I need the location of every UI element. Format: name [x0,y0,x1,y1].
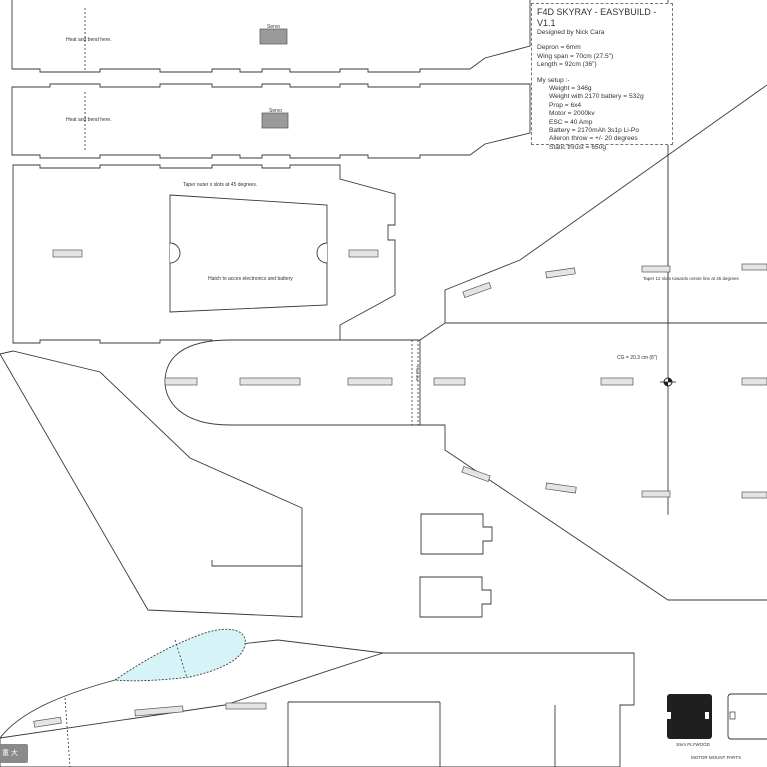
setup-line: Weight = 346g [549,85,592,93]
motor-mount-parts-small [419,513,493,618]
cg-label: CG = 20.3 cm (8") [617,355,658,361]
setup-heading: My setup :- [537,76,570,84]
taper-label: Taper outer x slots at 45 degrees. [183,182,257,188]
vertical-fin [0,350,303,618]
setup-line: Battery = 2170mAh 3s1p Li-Po [549,127,639,135]
spec-line: Length = 92cm (36") [537,61,597,69]
fold-label: Fold line [415,366,420,382]
setup-line: Static thrust = 650g [549,143,606,151]
heat-bend-label-1: Heat and bend here. [66,37,112,43]
corner-badge[interactable]: 重 大 [0,744,28,763]
spec-line: Wing span = 70cm (27.5") [537,52,614,60]
hatch-label: Hatch to acces electronics and battery [208,276,293,282]
heat-bend-label-2: Heat and bend here. [66,117,112,123]
setup-line: Weight with 2170 battery = 532g [549,93,644,101]
servo-label-1: Servo [267,24,280,30]
setup-line: Motor = 2000kv [549,110,595,118]
servo-cutout-2 [261,112,289,129]
aileron-strip-2: Servo Heat and bend here. [11,83,531,159]
servo-label-2: Servo [269,108,282,114]
servo-cutout-1 [259,28,288,45]
taper-slots-label: Taper 12 slots towards centre line at 45… [643,276,740,281]
setup-line: Prop = 6x4 [549,101,582,109]
cg-marker [660,377,676,387]
aileron-strip-1: Servo Heat and bend here. [11,0,531,73]
fuselage-top-panel: Taper outer x slots at 45 degrees. Hatch… [12,164,396,344]
plywood-label: 3mm PLYWOOD [676,742,711,747]
setup-line: ESC = 40 Amp [549,118,593,126]
spec-line: Depron = 6mm [537,44,581,52]
centre-section: Fold line CG = 20.3 cm (8") [164,322,767,601]
setup-line: Aileron throw = +/- 20 degrees [549,135,638,143]
info-box: F4D SKYRAY - EASYBUILD - V1.1 Designed b… [531,3,673,151]
motor-mount-label: MOTOR MOUNT PARTS [691,755,741,760]
plywood-motor-mount: 3mm PLYWOOD MOTOR MOUNT PARTS [667,693,767,760]
designer-line: Designed by Nick Cara [537,29,605,36]
fuselage-side [0,628,635,767]
plan-title: F4D SKYRAY - EASYBUILD - V1.1 [537,7,657,28]
